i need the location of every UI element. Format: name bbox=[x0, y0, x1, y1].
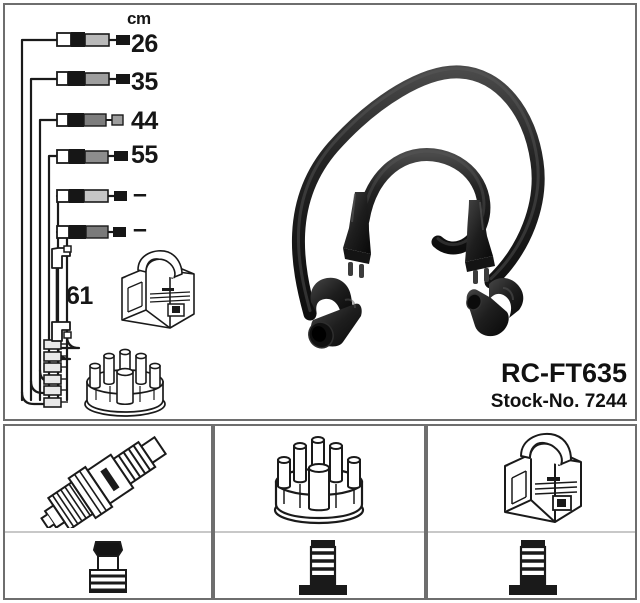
coil-lead-cable bbox=[51, 245, 72, 342]
panel-spark-plug bbox=[3, 424, 213, 600]
cable-length-label-4: 55 bbox=[131, 141, 158, 169]
units-header: cm bbox=[127, 9, 151, 28]
distributor-cap-panel-illustration bbox=[262, 430, 377, 528]
spark-plug-illustration bbox=[30, 428, 195, 531]
cable-length-label-5: – bbox=[133, 180, 147, 208]
panel-distributor-cap bbox=[213, 424, 426, 600]
distributor-terminal-boot-illustration bbox=[295, 538, 351, 598]
cable-set-schematic bbox=[0, 0, 215, 420]
ignition-coil-panel-illustration bbox=[495, 430, 590, 528]
straight-connector-left bbox=[343, 192, 371, 278]
straight-connector-right bbox=[465, 200, 495, 284]
cable-end-assembly-3 bbox=[56, 113, 124, 127]
main-diagram-frame bbox=[3, 3, 637, 421]
cable-end-assembly-5 bbox=[56, 189, 127, 203]
product-code: RC-FT635 bbox=[500, 358, 627, 388]
ignition-cable-photo bbox=[275, 52, 565, 352]
ignition-coil-illustration bbox=[112, 248, 204, 333]
cable-length-label-1: 26 bbox=[131, 30, 158, 58]
stock-number: Stock-No. 7244 bbox=[490, 391, 627, 412]
panel-a-divider bbox=[5, 531, 211, 533]
coil-lead-length-label: 61 bbox=[66, 282, 93, 310]
right-angle-boot-left bbox=[308, 277, 362, 349]
cable-end-assembly-6 bbox=[56, 225, 126, 239]
cable-end-assembly-2 bbox=[56, 71, 130, 86]
panel-c-divider bbox=[428, 531, 635, 533]
spark-plug-boot-illustration bbox=[78, 538, 138, 598]
cable-length-label-2: 35 bbox=[131, 68, 158, 96]
cable-end-assembly-1 bbox=[56, 32, 130, 47]
right-angle-boot-right bbox=[466, 278, 524, 337]
coil-terminal-boot-illustration bbox=[505, 538, 561, 598]
terminal-lug-group bbox=[43, 339, 68, 408]
panel-b-divider bbox=[215, 531, 424, 533]
distributor-cap-illustration bbox=[74, 342, 176, 420]
panel-ignition-coil bbox=[426, 424, 637, 600]
cable-end-assembly-4 bbox=[56, 149, 128, 164]
cable-length-label-3: 44 bbox=[131, 107, 158, 135]
cable-length-label-6: – bbox=[133, 215, 147, 243]
